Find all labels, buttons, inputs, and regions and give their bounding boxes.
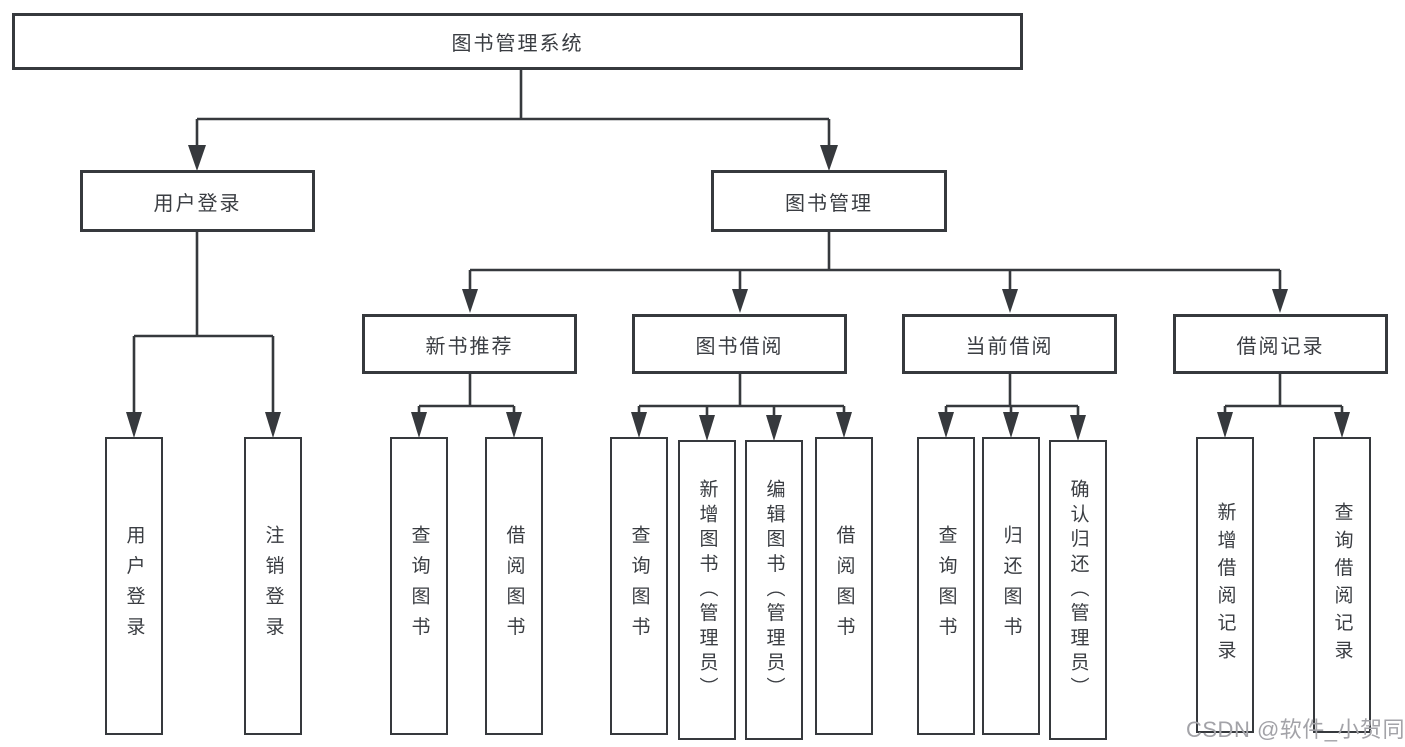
leaf-borrow-books-borrowing: 借阅图书 bbox=[815, 437, 873, 735]
leaf-label: 编辑图书（管理员） bbox=[763, 478, 785, 702]
leaf-label: 确认归还（管理员） bbox=[1067, 478, 1089, 702]
node-label: 图书管理 bbox=[785, 192, 873, 215]
leaf-label: 注销登录 bbox=[262, 525, 284, 647]
leaf-label: 用户登录 bbox=[123, 525, 145, 647]
node-user-login: 用户登录 bbox=[80, 170, 315, 232]
leaf-label: 查询图书 bbox=[935, 525, 957, 647]
leaf-label: 新增图书（管理员） bbox=[696, 478, 718, 702]
node-book-management: 图书管理 bbox=[711, 170, 947, 232]
leaf-label: 查询借阅记录 bbox=[1331, 502, 1353, 668]
node-label: 当前借阅 bbox=[965, 335, 1054, 358]
leaf-return-book: 归还图书 bbox=[982, 437, 1040, 735]
leaf-query-books-borrowing: 查询图书 bbox=[610, 437, 668, 735]
node-label: 图书管理系统 bbox=[451, 33, 584, 55]
leaf-add-book-admin: 新增图书（管理员） bbox=[678, 440, 736, 740]
node-label: 新书推荐 bbox=[425, 335, 514, 358]
leaf-edit-book-admin: 编辑图书（管理员） bbox=[745, 440, 803, 740]
leaf-label: 借阅图书 bbox=[503, 525, 525, 647]
leaf-query-books-current: 查询图书 bbox=[917, 437, 975, 735]
leaf-label: 借阅图书 bbox=[833, 525, 855, 647]
node-current-borrowing: 当前借阅 bbox=[902, 314, 1117, 374]
leaf-query-borrow-record: 查询借阅记录 bbox=[1313, 437, 1371, 733]
leaf-borrow-books-recommend: 借阅图书 bbox=[485, 437, 543, 735]
leaf-label: 归还图书 bbox=[1000, 525, 1022, 647]
leaf-logout: 注销登录 bbox=[244, 437, 302, 735]
csdn-watermark: CSDN @软件_小贺同学 bbox=[1186, 717, 1405, 742]
node-book-borrowing: 图书借阅 bbox=[632, 314, 847, 374]
leaf-label: 新增借阅记录 bbox=[1214, 502, 1236, 668]
leaf-confirm-return-admin: 确认归还（管理员） bbox=[1049, 440, 1107, 740]
node-library-system: 图书管理系统 bbox=[12, 13, 1023, 70]
leaf-query-books-recommend: 查询图书 bbox=[390, 437, 448, 735]
leaf-user-login: 用户登录 bbox=[105, 437, 163, 735]
leaf-label: 查询图书 bbox=[628, 525, 650, 647]
node-label: 用户登录 bbox=[153, 192, 242, 215]
node-label: 图书借阅 bbox=[695, 335, 784, 358]
leaf-label: 查询图书 bbox=[408, 525, 430, 647]
node-label: 借阅记录 bbox=[1236, 335, 1325, 358]
node-borrowing-records: 借阅记录 bbox=[1173, 314, 1388, 374]
leaf-add-borrow-record: 新增借阅记录 bbox=[1196, 437, 1254, 733]
node-new-book-recommendation: 新书推荐 bbox=[362, 314, 577, 374]
